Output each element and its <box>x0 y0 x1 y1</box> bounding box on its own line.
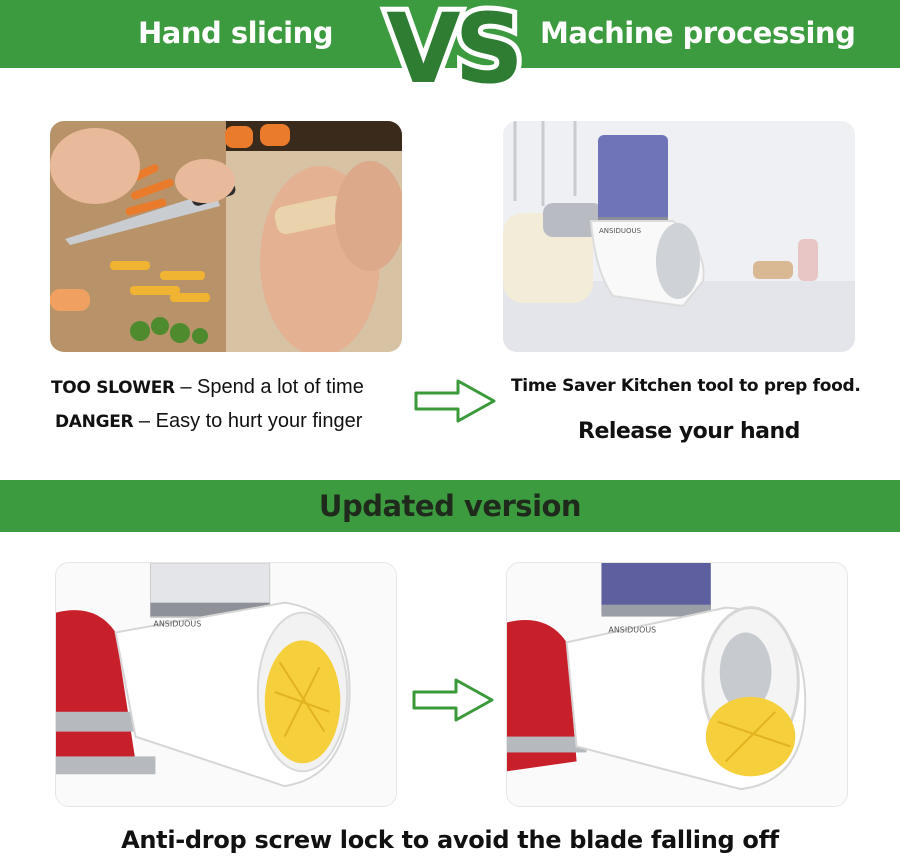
brand-label-old: ANSIDUOUS <box>153 619 201 628</box>
new-version-photo: ANSIDUOUS <box>506 562 848 807</box>
machine-processing-photo: ANSIDUOUS <box>503 121 855 352</box>
hand-slicing-photo <box>50 121 402 352</box>
too-slower-text: Spend a lot of time <box>197 376 364 398</box>
right-arrow-outline-icon <box>414 379 496 423</box>
brand-label-new: ANSIDUOUS <box>608 625 656 634</box>
danger-dash: – <box>133 410 156 432</box>
danger-line: DANGER – Easy to hurt your finger <box>55 410 362 433</box>
vs-text: VS <box>386 0 517 94</box>
old-version-photo: ANSIDUOUS <box>55 562 397 807</box>
time-saver-text: Time Saver Kitchen tool to prep food. <box>511 376 861 396</box>
hand-slicing-heading: Hand slicing <box>138 16 334 50</box>
release-hand-text: Release your hand <box>578 419 800 444</box>
top-header-band <box>0 0 900 68</box>
danger-text: Easy to hurt your finger <box>155 410 363 432</box>
danger-label: DANGER <box>55 412 134 432</box>
brand-label-top: ANSIDUOUS <box>599 227 642 235</box>
too-slower-line: TOO SLOWER – Spend a lot of time <box>51 376 364 399</box>
bottom-caption: Anti-drop screw lock to avoid the blade … <box>121 826 779 854</box>
updated-version-title: Updated version <box>318 489 582 523</box>
vs-logo: VS <box>381 0 528 94</box>
updated-version-band <box>0 480 900 532</box>
machine-processing-heading: Machine processing <box>540 16 856 50</box>
right-arrow-outline-icon-lower <box>412 678 494 722</box>
too-slower-dash: – <box>174 376 198 398</box>
too-slower-label: TOO SLOWER <box>51 378 175 398</box>
